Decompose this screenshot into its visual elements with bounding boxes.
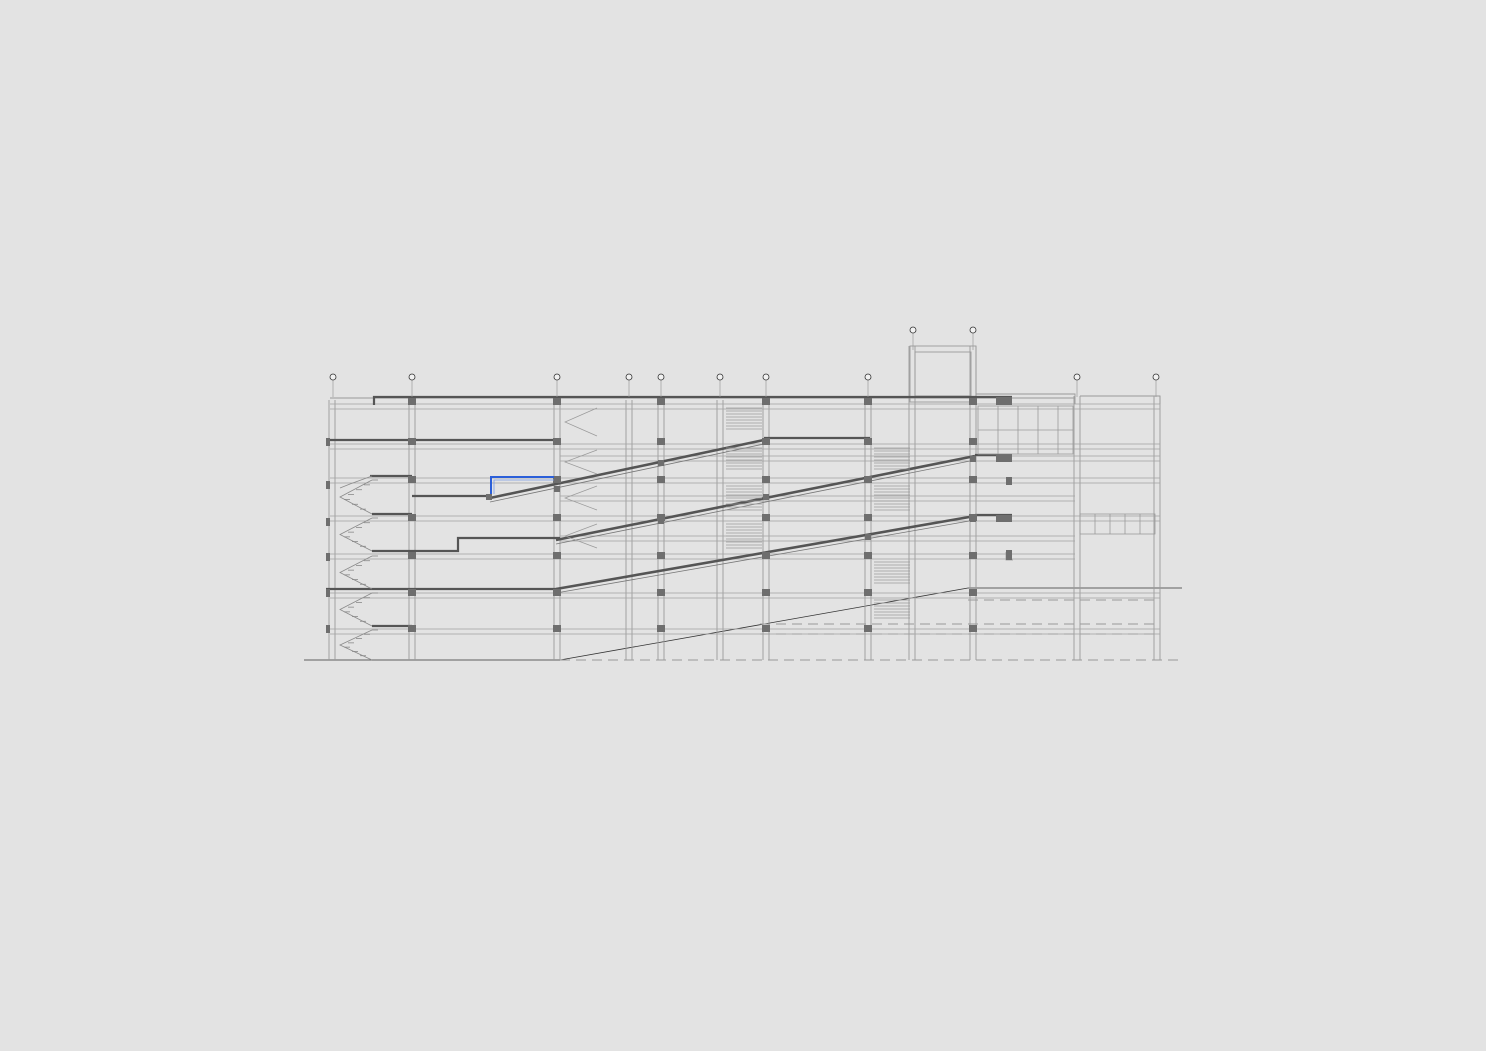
stair-flight [339,475,373,489]
stair-flight [339,629,373,661]
grid-bubble [657,373,665,397]
grid-bubble [329,373,337,397]
roof-outline [330,345,1161,404]
junction-block [553,589,561,596]
ramp-junction [763,494,769,500]
junction-block [408,476,416,483]
grid-bubble-circle [625,373,633,381]
grid-bubble [909,326,917,350]
grid-bubble-circle [329,373,337,381]
facade-block [326,438,330,446]
grid-bubble-circle [864,373,872,381]
junction-block [969,552,977,559]
junction-block [762,398,770,405]
junction-block [553,625,561,632]
ramps [489,438,976,591]
junction-block [657,625,665,632]
selected-parapet[interactable] [490,476,554,494]
facade-block [326,481,330,489]
junction-block [408,514,416,521]
junction-block [864,625,872,632]
junction-block [408,438,416,445]
ramp-junction [865,476,871,482]
ramp-junction [486,494,492,500]
junction-block [864,514,872,521]
grid-bubble-circle [762,373,770,381]
junction-block [762,476,770,483]
right-core [977,405,1156,561]
grid-bubble-circle [716,373,724,381]
junction-block [969,476,977,483]
ramp-junction [970,456,976,462]
floor-beams [330,403,1160,635]
grid-bubble [1073,373,1081,397]
grid-bubble [969,326,977,350]
grid-bubble [408,373,416,397]
ramp-junction [763,552,769,558]
grid-bubble [716,373,724,397]
junction-block [657,514,665,521]
junction-block [864,552,872,559]
grid-bubble-circle [408,373,416,381]
grid-bubble [864,373,872,397]
grid-bubble [1152,373,1160,397]
grid-bubble-circle [553,373,561,381]
stair-hatching [726,407,910,619]
junction-block [408,398,416,405]
junction-block [762,625,770,632]
junction-block [969,625,977,632]
facade-block [326,518,330,526]
stair-flight [339,517,373,552]
facade-block [326,553,330,561]
junction-block [553,398,561,405]
stair-flight [339,479,373,515]
junction-block [553,552,561,559]
grid-bubble-circle [1152,373,1160,381]
junction-block [657,438,665,445]
facade-block [326,625,330,633]
junction-block [969,438,977,445]
left-stair [339,475,378,661]
junction-block [408,625,416,632]
ramp-junction [658,518,664,524]
grid-bubble [625,373,633,397]
junction-block [969,398,977,405]
junction-block [864,398,872,405]
junction-block [657,552,665,559]
right-core-fills [996,397,1012,560]
ramp-junction [970,516,976,522]
grid-bubble-circle [909,326,917,334]
junction-block [762,438,770,445]
junction-block [657,476,665,483]
stair-flight [339,555,373,590]
section-slabs [326,395,1012,628]
ramp-junction [865,534,871,540]
grid-bubble-circle [969,326,977,334]
junction-block [762,589,770,596]
ramp-junction [658,460,664,466]
beam-junctions [326,398,977,633]
facade-block [326,589,330,597]
grid-bubble-circle [1073,373,1081,381]
grid-bubble [762,373,770,397]
junction-block [762,514,770,521]
ramp-junction [554,486,560,492]
grid-bubbles [329,326,1160,397]
grid-bubble [553,373,561,397]
junction-block [657,398,665,405]
junction-block [408,589,416,596]
junction-block [553,438,561,445]
junction-block [969,589,977,596]
junction-block [553,476,561,483]
junction-block [553,514,561,521]
junction-block [864,589,872,596]
stair-flight [339,592,373,627]
interior-stairs [564,407,598,549]
junction-block [408,552,416,559]
grid-bubble-circle [657,373,665,381]
junction-block [657,589,665,596]
junction-block [864,438,872,445]
